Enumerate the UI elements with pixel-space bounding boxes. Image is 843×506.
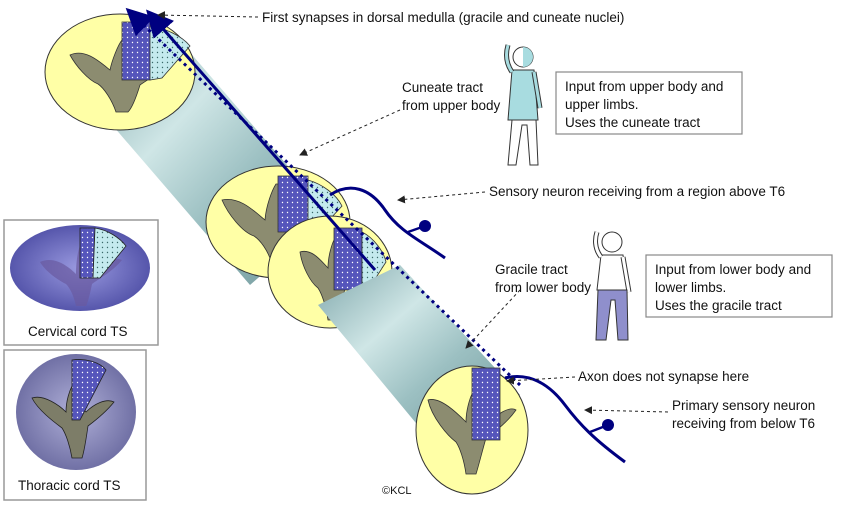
inset-thoracic-caption: Thoracic cord TS [18, 478, 121, 493]
info-box-upper-line3: Uses the cuneate tract [565, 115, 700, 130]
label-primary-neuron-1: Primary sensory neuron [672, 398, 815, 413]
cuneate-axon-path [146, 9, 377, 271]
info-box-upper: Input from upper body and upper limbs. U… [555, 71, 743, 135]
label-first-synapses: First synapses in dorsal medulla (gracil… [262, 10, 624, 25]
label-sensory-above-t6: Sensory neuron receiving from a region a… [489, 184, 785, 199]
callout-arrows [157, 11, 669, 415]
label-gracile-tract-1: Gracile tract [495, 262, 568, 277]
lower-body-figure [593, 231, 632, 341]
label-primary-neuron-2: receiving from below T6 [672, 416, 815, 431]
gracile-axon-path [125, 7, 522, 387]
label-axon-no-synapse: Axon does not synapse here [578, 369, 749, 384]
copyright-label: ©KCL [382, 485, 412, 497]
cord-cross-section-bottom [415, 365, 529, 495]
upper-body-figure [504, 44, 543, 166]
upper-sensory-neuron [329, 186, 446, 260]
label-gracile-tract-2: from lower body [495, 280, 591, 295]
info-box-lower-line2: lower limbs. [655, 280, 726, 295]
info-box-lower-line1: Input from lower body and [655, 262, 811, 277]
info-box-upper-line1: Input from upper body and [565, 79, 723, 94]
info-box-upper-line2: upper limbs. [565, 97, 639, 112]
label-cuneate-tract-1: Cuneate tract [402, 80, 483, 95]
cord-cross-section-top [44, 13, 196, 131]
info-box-lower-line3: Uses the gracile tract [655, 298, 782, 313]
label-cuneate-tract-2: from upper body [402, 98, 501, 113]
inset-thoracic: Thoracic cord TS [3, 349, 147, 501]
inset-cervical-caption: Cervical cord TS [28, 324, 128, 339]
lower-sensory-neuron [504, 375, 626, 464]
info-box-lower: Input from lower body and lower limbs. U… [645, 254, 833, 318]
inset-cervical: Cervical cord TS [3, 219, 159, 346]
